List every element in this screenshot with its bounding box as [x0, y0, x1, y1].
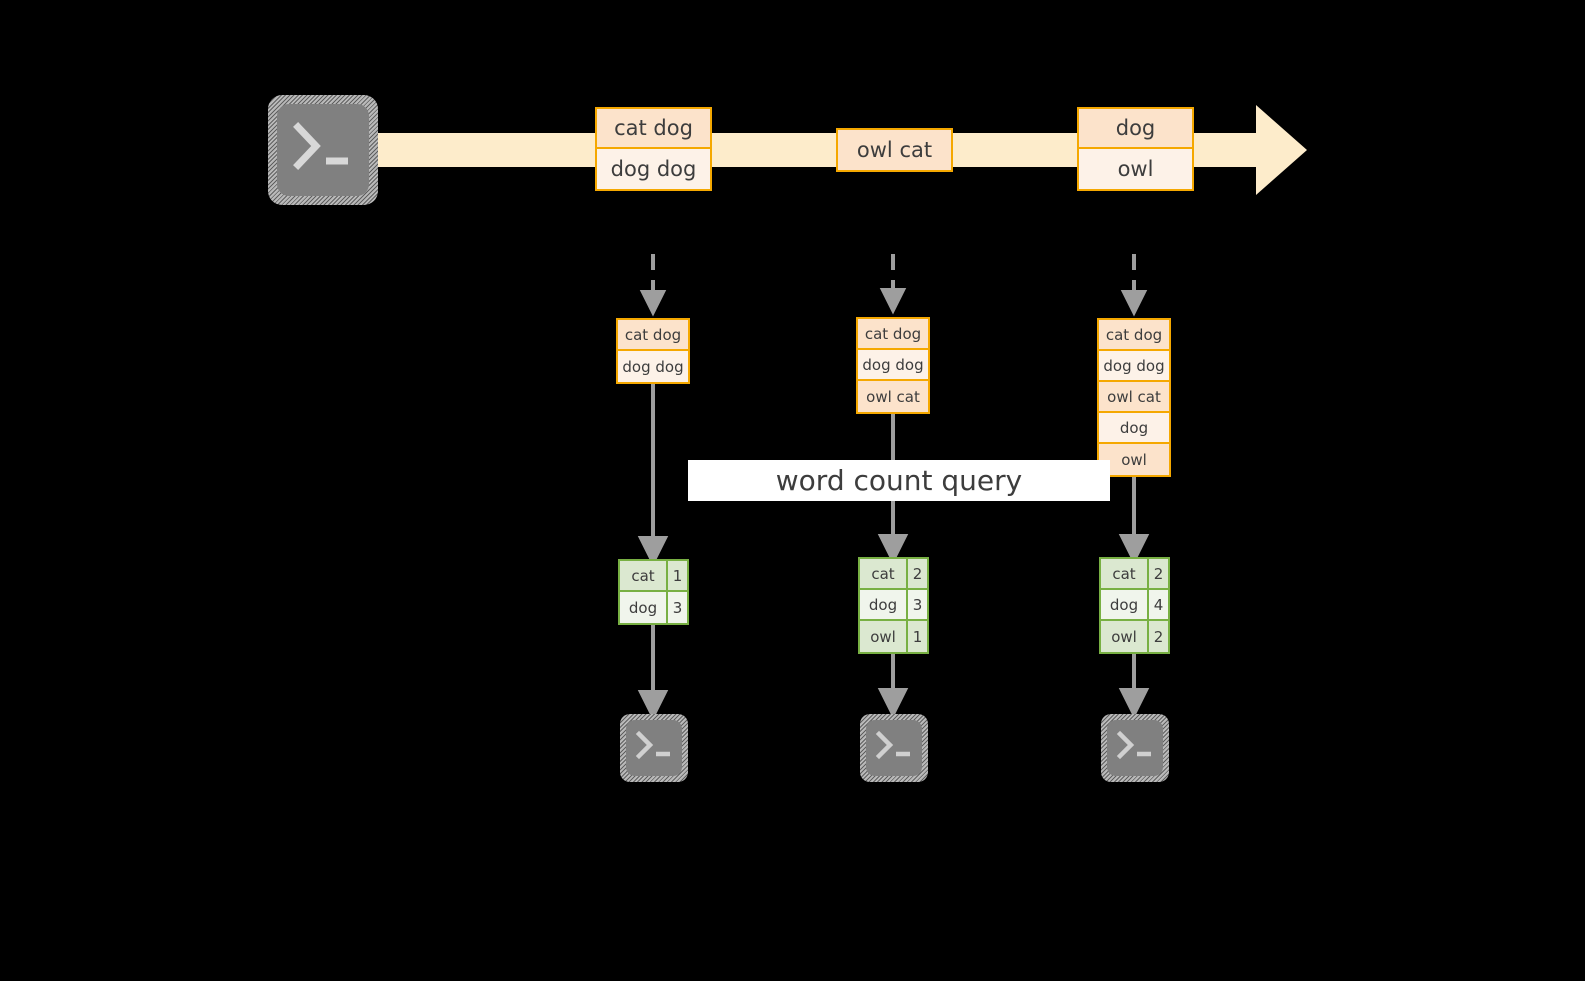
result-row: owl 1	[860, 621, 927, 652]
stream-record: owl cat	[838, 130, 951, 170]
result-table-1[interactable]: cat 1 dog 3	[618, 559, 689, 625]
terminal-prompt-glyph	[635, 730, 670, 760]
result-table-2[interactable]: cat 2 dog 3 owl 1	[858, 557, 929, 654]
input-row: owl cat	[1099, 382, 1169, 413]
result-key: cat	[860, 559, 908, 588]
source-terminal-icon	[268, 95, 378, 205]
result-table-3[interactable]: cat 2 dog 4 owl 2	[1099, 557, 1170, 654]
query-caption-banner: word count query	[688, 460, 1110, 501]
input-row: dog dog	[1099, 351, 1169, 382]
terminal-face	[277, 104, 369, 196]
result-value: 2	[908, 559, 927, 588]
input-table-2[interactable]: cat dog dog dog owl cat	[856, 317, 930, 414]
result-key: owl	[860, 621, 908, 652]
sink-terminal-icon-1	[620, 714, 688, 782]
result-key: cat	[620, 561, 668, 590]
input-table-1[interactable]: cat dog dog dog	[616, 318, 690, 384]
stream-record: cat dog	[597, 109, 710, 149]
trigger-feed-arrows	[639, 254, 1148, 317]
result-key: owl	[1101, 621, 1149, 652]
result-row: owl 2	[1101, 621, 1168, 652]
input-row: cat dog	[858, 319, 928, 350]
input-row: dog	[1099, 413, 1169, 444]
input-row: cat dog	[1099, 320, 1169, 351]
terminal-face	[1107, 720, 1163, 776]
result-row: cat 2	[860, 559, 927, 590]
result-key: cat	[1101, 559, 1149, 588]
sink-terminal-icon-2	[860, 714, 928, 782]
result-key: dog	[860, 590, 908, 619]
stream-record: dog dog	[597, 149, 710, 189]
stream-batch-2[interactable]: owl cat	[836, 128, 953, 172]
result-key: dog	[620, 592, 668, 623]
result-row: dog 3	[860, 590, 927, 621]
terminal-face	[626, 720, 682, 776]
result-row: dog 3	[620, 592, 687, 623]
result-row: cat 2	[1101, 559, 1168, 590]
result-key: dog	[1101, 590, 1149, 619]
input-row: owl	[1099, 444, 1169, 475]
result-row: dog 4	[1101, 590, 1168, 621]
result-value: 2	[1149, 621, 1168, 652]
stream-record: dog	[1079, 109, 1192, 149]
input-table-3[interactable]: cat dog dog dog owl cat dog owl	[1097, 318, 1171, 477]
result-value: 1	[908, 621, 927, 652]
result-value: 3	[668, 592, 687, 623]
result-value: 1	[668, 561, 687, 590]
stream-batch-3[interactable]: dog owl	[1077, 107, 1194, 191]
stream-batch-1[interactable]: cat dog dog dog	[595, 107, 712, 191]
input-row: dog dog	[858, 350, 928, 381]
input-row: cat dog	[618, 320, 688, 351]
query-caption-label: word count query	[775, 464, 1023, 497]
stream-record: owl	[1079, 149, 1192, 189]
terminal-face	[866, 720, 922, 776]
sink-terminal-icon-3	[1101, 714, 1169, 782]
result-value: 4	[1149, 590, 1168, 619]
input-row: owl cat	[858, 381, 928, 412]
result-value: 2	[1149, 559, 1168, 588]
terminal-prompt-glyph	[875, 730, 910, 760]
result-value: 3	[908, 590, 927, 619]
terminal-prompt-glyph	[1116, 730, 1151, 760]
terminal-prompt-glyph	[293, 122, 348, 170]
input-row: dog dog	[618, 351, 688, 382]
result-row: cat 1	[620, 561, 687, 592]
